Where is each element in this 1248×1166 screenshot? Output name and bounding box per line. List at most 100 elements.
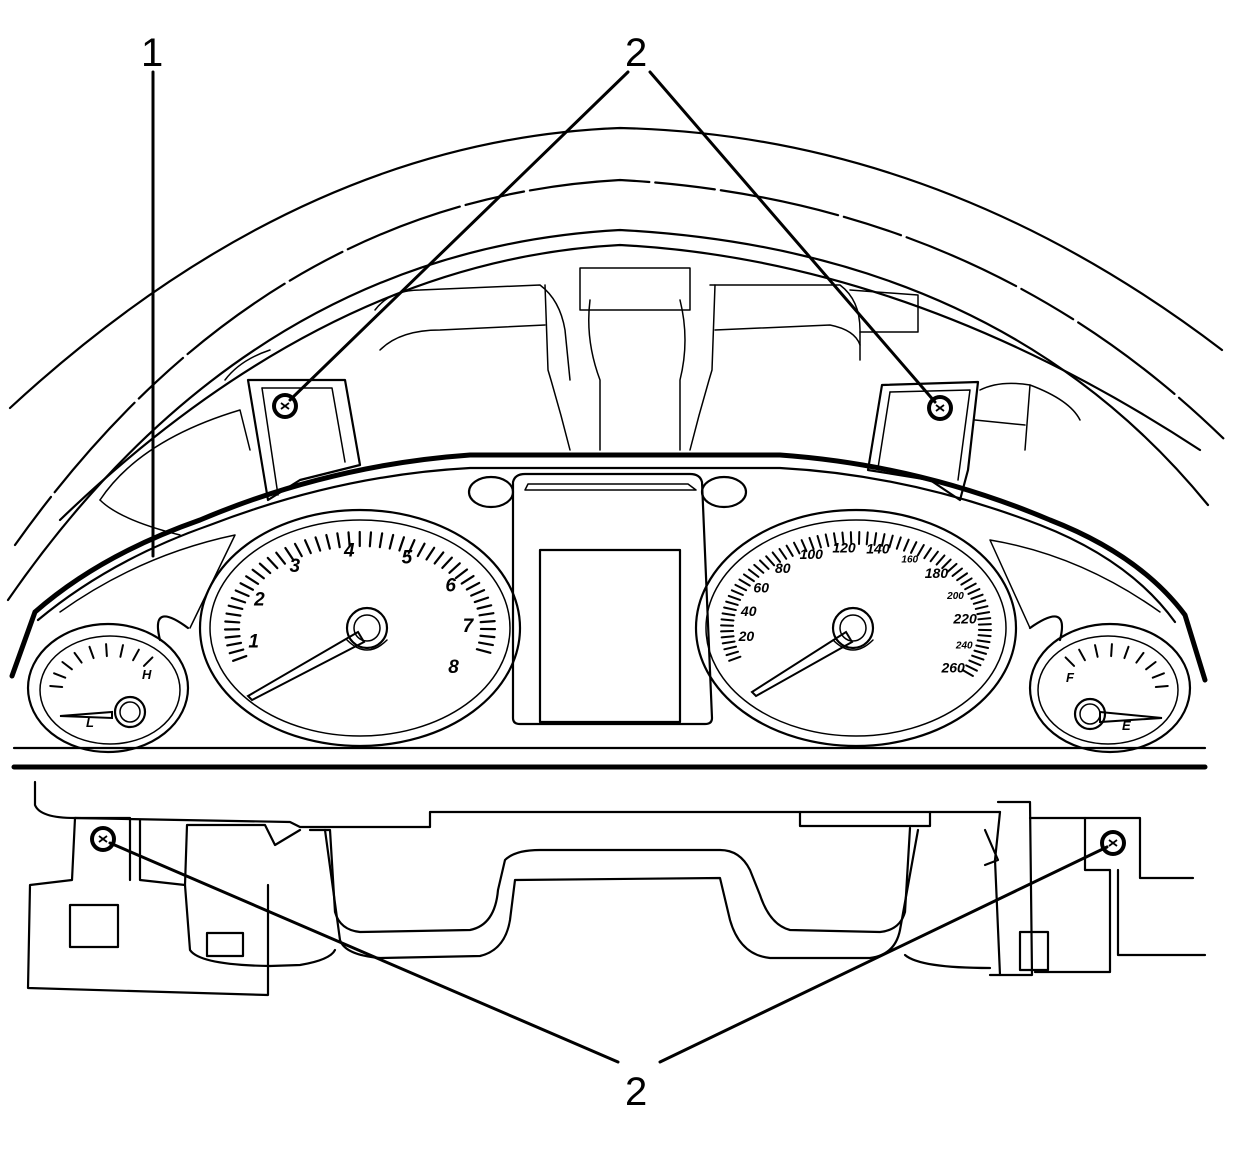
speed-tick: [880, 533, 886, 547]
temp-tick: [88, 645, 95, 660]
speed-tick: [910, 541, 918, 554]
fuel-tick: [1110, 643, 1113, 658]
speed-tick: [865, 531, 869, 546]
tach-tick: [275, 551, 287, 565]
speed-tick: [971, 654, 985, 661]
speed-needle: [750, 630, 854, 698]
speed-tick: [759, 559, 770, 570]
leader-top-right: [648, 70, 937, 404]
speed-label: 220: [952, 610, 977, 626]
callout-screw-bottom: 2: [625, 1070, 647, 1114]
tach-tick: [230, 596, 247, 604]
tach-tick: [325, 533, 331, 550]
speed-label: 140: [866, 541, 890, 557]
speed-tick: [935, 554, 946, 566]
speed-tick: [753, 563, 765, 574]
speed-label: 160: [901, 554, 918, 565]
speed-tick: [785, 544, 794, 557]
speed-tick: [895, 536, 902, 550]
temp-needle: [59, 710, 113, 720]
tach-tick: [284, 546, 295, 561]
tach-label: 4: [343, 540, 355, 561]
speed-label: 240: [955, 641, 973, 652]
tach-tick: [293, 542, 303, 558]
speed-tick: [738, 578, 751, 587]
speed-tick: [976, 639, 991, 644]
fuel-tick: [1151, 672, 1165, 679]
tach-tick: [479, 634, 496, 639]
speed-tick: [960, 577, 973, 586]
fuel-gauge: F E: [1028, 615, 1192, 754]
temp-low-label: L: [86, 715, 94, 730]
speed-tick: [977, 617, 992, 621]
tach-tick: [224, 620, 241, 624]
speed-tick: [923, 547, 933, 560]
tach-tick: [448, 562, 461, 574]
speed-label: 100: [800, 546, 824, 562]
fuel-tick: [1064, 656, 1076, 667]
tach-tick: [460, 574, 475, 585]
tach-tick: [465, 581, 481, 591]
tach-label: 8: [448, 657, 459, 678]
speed-tick: [951, 567, 963, 577]
speed-tick: [725, 600, 739, 606]
speed-tick: [967, 588, 981, 595]
fuel-tick: [1154, 684, 1169, 689]
tach-tick: [347, 531, 351, 548]
leader-top-left: [288, 70, 630, 402]
tach-label: 2: [253, 590, 265, 611]
tach-tick: [478, 612, 495, 617]
speed-tick: [747, 568, 760, 578]
temp-high-label: H: [142, 667, 152, 682]
speed-tick: [929, 550, 939, 563]
speed-tick: [721, 640, 736, 645]
fuel-tick: [1145, 660, 1157, 671]
speed-tick: [902, 538, 910, 552]
bracket-right: [866, 380, 980, 502]
speed-tick: [976, 611, 991, 616]
tach-tick: [234, 589, 250, 598]
screw-icon: [90, 826, 116, 852]
speed-label: 260: [940, 659, 965, 675]
tach-tick: [245, 575, 260, 585]
tach-tick: [266, 556, 279, 570]
tach-tick: [314, 536, 322, 552]
temp-tick: [132, 648, 140, 662]
speed-tick: [956, 572, 969, 582]
tach-tick: [476, 604, 493, 610]
speed-tick: [778, 547, 788, 560]
tach-tick: [479, 620, 496, 624]
tach-needle: [246, 630, 366, 702]
tach-tick: [470, 589, 486, 597]
fuel-tick: [1123, 645, 1130, 660]
tach-tick: [433, 551, 445, 565]
temp-tick: [119, 644, 124, 658]
speed-tick: [723, 645, 738, 651]
speed-tick: [720, 635, 735, 639]
speed-tick: [723, 606, 737, 612]
tach-label: 3: [290, 556, 301, 577]
temp-tick: [49, 684, 64, 689]
speed-tick: [720, 618, 735, 622]
tach-tick: [425, 546, 436, 561]
tach-tick: [225, 612, 242, 617]
tach-label: 1: [248, 632, 259, 653]
temp-tick: [142, 656, 154, 667]
speed-tick: [730, 589, 744, 597]
speed-label: 40: [740, 603, 757, 619]
speed-tick: [725, 650, 740, 657]
speed-tick: [824, 533, 830, 548]
dash-arcs: [6, 126, 1227, 602]
speed-tick: [765, 555, 776, 567]
speed-tick: [742, 573, 755, 583]
speed-label: 20: [738, 628, 755, 644]
tach-tick: [477, 641, 494, 647]
speed-tick: [873, 532, 878, 546]
tach-tick: [303, 539, 312, 555]
speed-tick: [721, 612, 736, 617]
speed-tick: [792, 541, 801, 555]
speed-tick: [941, 558, 952, 570]
